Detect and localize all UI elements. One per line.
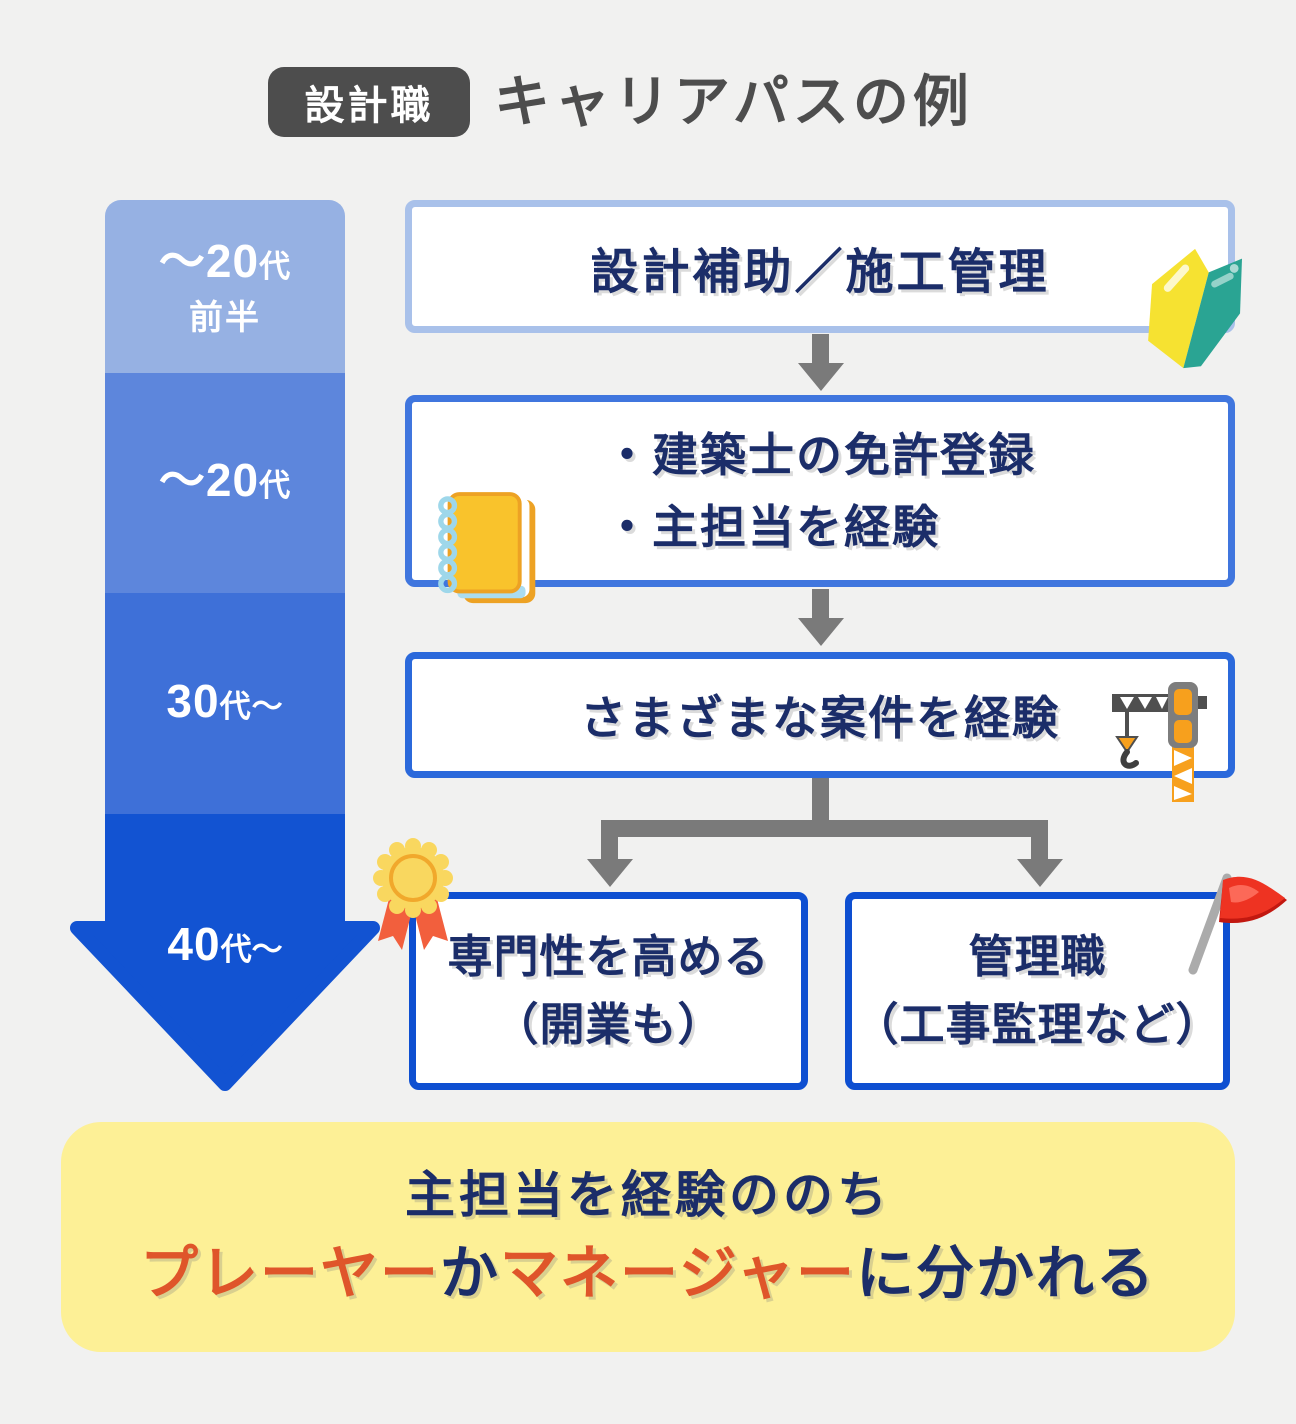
- branch-arm-right: [1031, 820, 1048, 862]
- branch-arrowhead-right: [1017, 859, 1063, 887]
- timeline-segment-30s: 30代〜: [105, 593, 345, 814]
- outcome-line: 専門性を高める: [447, 931, 770, 982]
- timeline-segment-40s: [105, 814, 345, 926]
- connector-arrowhead-2: [798, 618, 844, 646]
- branch-bar: [601, 820, 1047, 837]
- stage-box-bullets: ・建築士の免許登録 ・主担当を経験: [604, 419, 1036, 563]
- summary-line-1: 主担当を経験ののち: [405, 1167, 891, 1223]
- stage-box-text: 設計補助／施工管理: [590, 245, 1050, 299]
- job-category-badge: 設計職: [268, 67, 470, 137]
- red-flag-icon: [1173, 868, 1291, 978]
- connector-arrowhead-1: [798, 363, 844, 391]
- stage-box-license: ・建築士の免許登録 ・主担当を経験: [405, 395, 1235, 587]
- summary-emphasis-player: プレーヤー: [140, 1241, 441, 1306]
- page-title: キャリアパスの例: [494, 70, 973, 133]
- tower-crane-icon: [1112, 680, 1207, 802]
- stage-box-text: さまざまな案件を経験: [580, 692, 1060, 744]
- branch-stem: [812, 778, 829, 830]
- medal-icon: [363, 836, 463, 962]
- timeline-segment-20s-early: 〜20代 前半: [105, 200, 345, 373]
- open-book-icon: [1143, 243, 1253, 375]
- outcome-line: （開業も）: [493, 999, 724, 1050]
- connector-arrow-2: [812, 589, 829, 621]
- timeline-segment-label: 40代〜: [167, 918, 283, 970]
- spiral-notebook-icon: [434, 486, 546, 616]
- connector-arrow-1: [812, 334, 829, 366]
- summary-panel: 主担当を経験ののち プレーヤーかマネージャーに分かれる: [61, 1122, 1235, 1352]
- branch-arrowhead-left: [587, 859, 633, 887]
- timeline-segment-20s: 〜20代: [105, 373, 345, 593]
- branch-arm-left: [601, 820, 618, 862]
- timeline-segment-label: 30代〜: [166, 674, 284, 727]
- summary-emphasis-manager: マネージャー: [500, 1241, 856, 1306]
- summary-plain: に分かれる: [855, 1241, 1156, 1306]
- summary-plain: か: [440, 1241, 501, 1306]
- timeline-segment-sublabel: 前半: [189, 298, 261, 337]
- summary-line-2: プレーヤーかマネージャーに分かれる: [140, 1239, 1156, 1309]
- outcome-line: （工事監理など）: [853, 999, 1222, 1050]
- bullet-item: ・主担当を経験: [604, 501, 940, 553]
- stage-box-projects: さまざまな案件を経験: [405, 652, 1235, 778]
- job-category-label: 設計職: [304, 84, 434, 128]
- outcome-box-specialist: 専門性を高める （開業も）: [409, 892, 808, 1090]
- outcome-line: 管理職: [968, 931, 1107, 982]
- outcome-box-manager: 管理職 （工事監理など）: [845, 892, 1230, 1090]
- bullet-item: ・建築士の免許登録: [604, 429, 1036, 481]
- timeline-segment-label: 〜20代: [158, 234, 292, 287]
- timeline-arrowhead: [70, 921, 380, 1091]
- timeline-segment-label: 〜20代: [158, 454, 292, 506]
- stage-box-assistant: 設計補助／施工管理: [405, 200, 1235, 333]
